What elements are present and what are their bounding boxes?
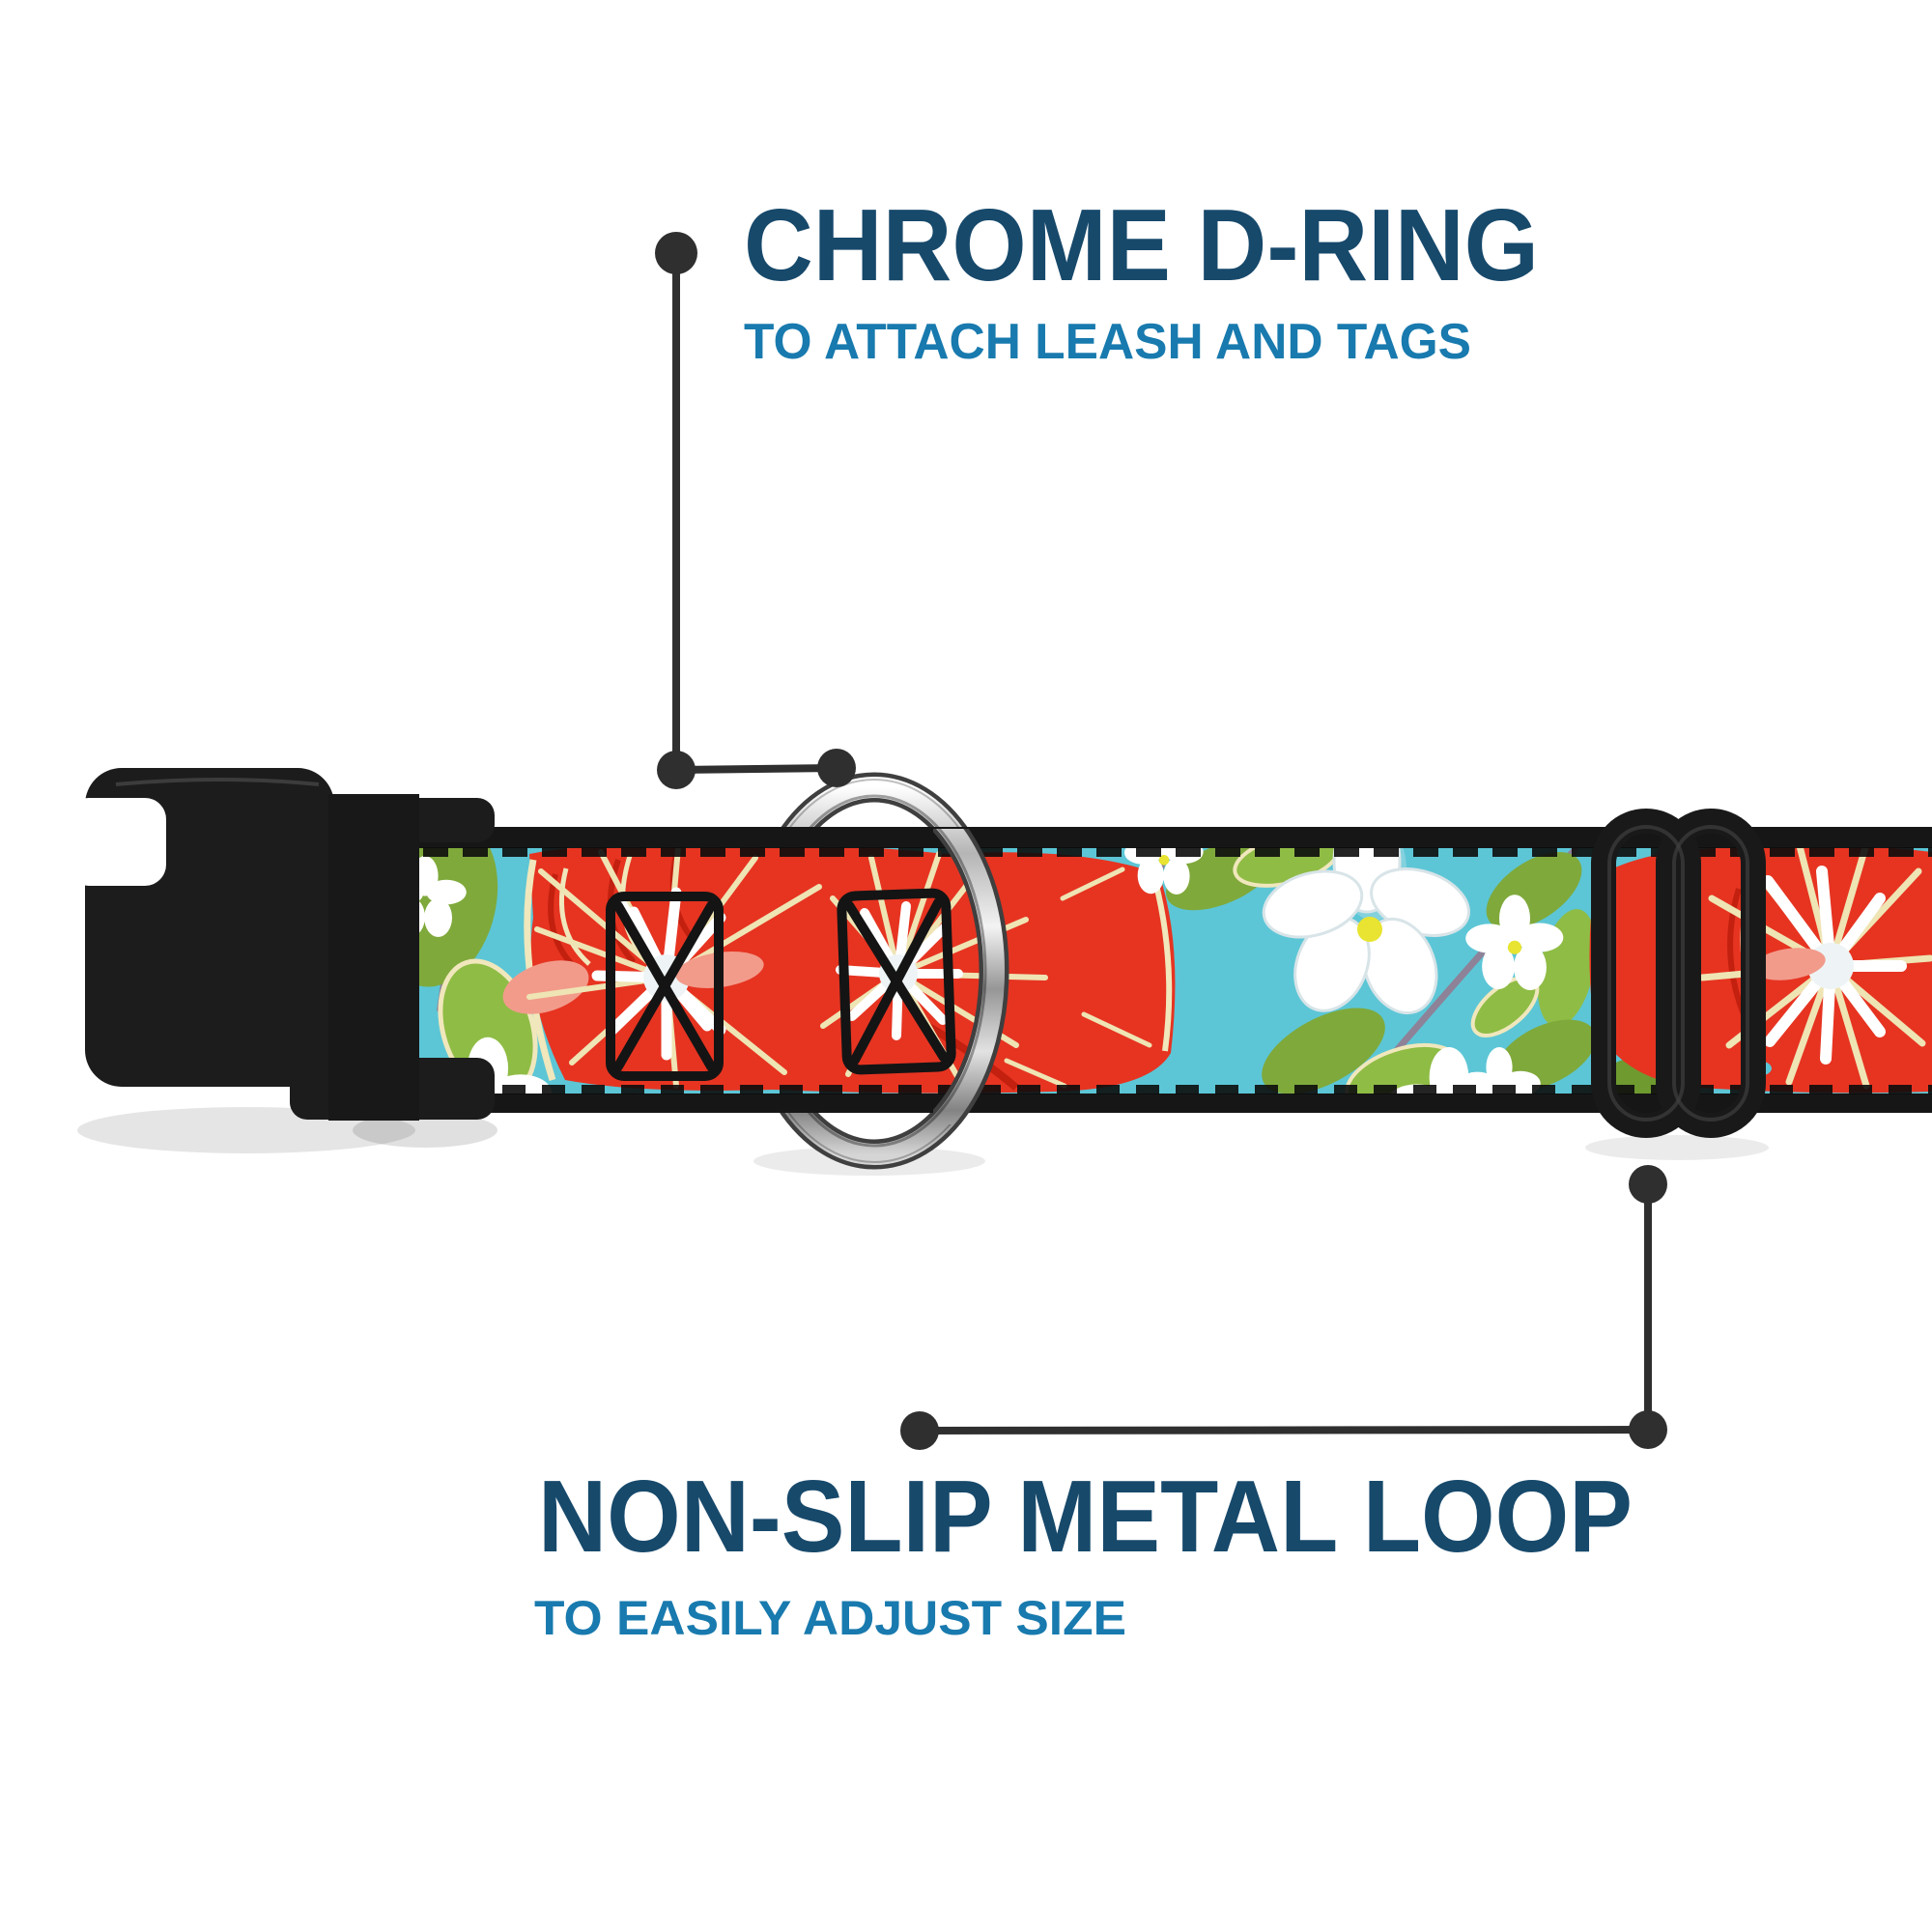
d-ring-front-arc (933, 829, 1009, 1124)
webbing-stitch-edge (423, 847, 1932, 1094)
d-ring-subtitle: TO ATTACH LEASH AND TAGS (744, 314, 1471, 370)
callout-metal-loop-dots (900, 1165, 1667, 1450)
buckle-strap-bar (328, 794, 419, 1121)
callout-metal-loop-lines (919, 1184, 1652, 1435)
buckle-notch (68, 798, 166, 886)
box-stitch-right (837, 888, 956, 1075)
metal-loop-subtitle: TO EASILY ADJUST SIZE (534, 1591, 1126, 1645)
plastic-buckle (68, 768, 495, 1121)
metal-loop-title: NON-SLIP METAL LOOP (538, 1460, 1633, 1574)
d-ring-title: CHROME D-RING (744, 188, 1539, 302)
callout-d-ring-dots (655, 232, 856, 789)
jasmine-flowers (419, 848, 1564, 1094)
callout-d-ring-lines (672, 253, 838, 774)
hibiscus-left (502, 848, 1176, 1094)
callout-metal-loop (900, 1165, 1667, 1450)
box-stitch-left (606, 892, 724, 1081)
callout-d-ring (655, 232, 856, 789)
slider-loop (1591, 809, 1766, 1138)
